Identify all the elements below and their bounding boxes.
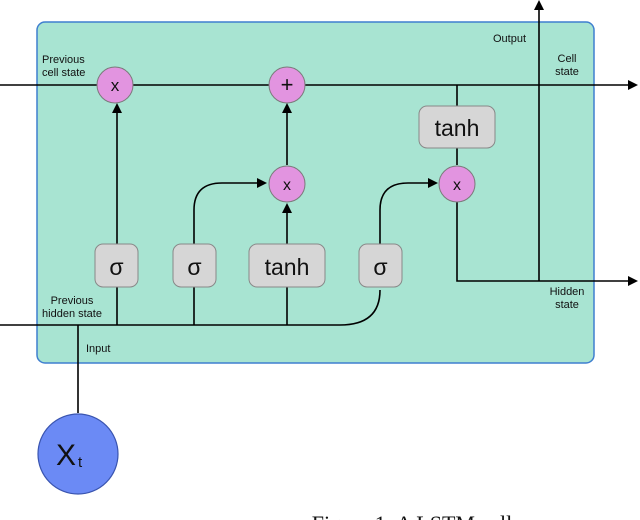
cell-state-label-1: Cell <box>558 53 577 65</box>
input-gate-label: σ <box>187 254 201 280</box>
cell-tanh-label: tanh <box>435 115 480 141</box>
input-gate-curve <box>193 178 267 244</box>
output-multiply-node: x <box>438 165 476 203</box>
forget-multiply-node: x <box>96 66 134 104</box>
forget-gate: σ <box>94 243 139 288</box>
input-label: Input <box>86 343 110 355</box>
forget-gate-label: σ <box>109 254 123 280</box>
forget-multiply-symbol: x <box>111 76 120 95</box>
cell-state-label-2: state <box>555 66 579 78</box>
candidate-gate-label: tanh <box>265 254 310 280</box>
output-gate-label: σ <box>373 254 387 280</box>
hidden-state-label-2: state <box>555 299 579 311</box>
output-multiply-symbol: x <box>453 177 461 194</box>
prev-cell-label-1: Previous <box>42 54 85 66</box>
input-node-label: X <box>56 439 76 472</box>
hidden-bus-curve <box>339 289 381 326</box>
output-label: Output <box>493 33 526 45</box>
candidate-gate: tanh <box>248 243 326 288</box>
add-symbol: + <box>281 72 294 97</box>
input-gate: σ <box>172 243 217 288</box>
hidden-state-label-1: Hidden <box>550 286 585 298</box>
cell-tanh-gate: tanh <box>418 105 496 149</box>
output-gate: σ <box>358 243 403 288</box>
input-multiply-symbol: x <box>283 177 291 194</box>
input-multiply-node: x <box>268 165 306 203</box>
hidden-state-out <box>456 201 638 286</box>
input-node-subscript: t <box>78 454 83 471</box>
prev-hidden-label-2: hidden state <box>42 308 102 320</box>
prev-cell-label-2: cell state <box>42 67 85 79</box>
figure-caption: Figure 1: A LSTM cell <box>312 511 512 520</box>
prev-hidden-label-1: Previous <box>51 295 94 307</box>
add-node: + <box>268 66 306 104</box>
input-node: X t <box>37 413 119 495</box>
output-gate-curve <box>379 178 438 244</box>
